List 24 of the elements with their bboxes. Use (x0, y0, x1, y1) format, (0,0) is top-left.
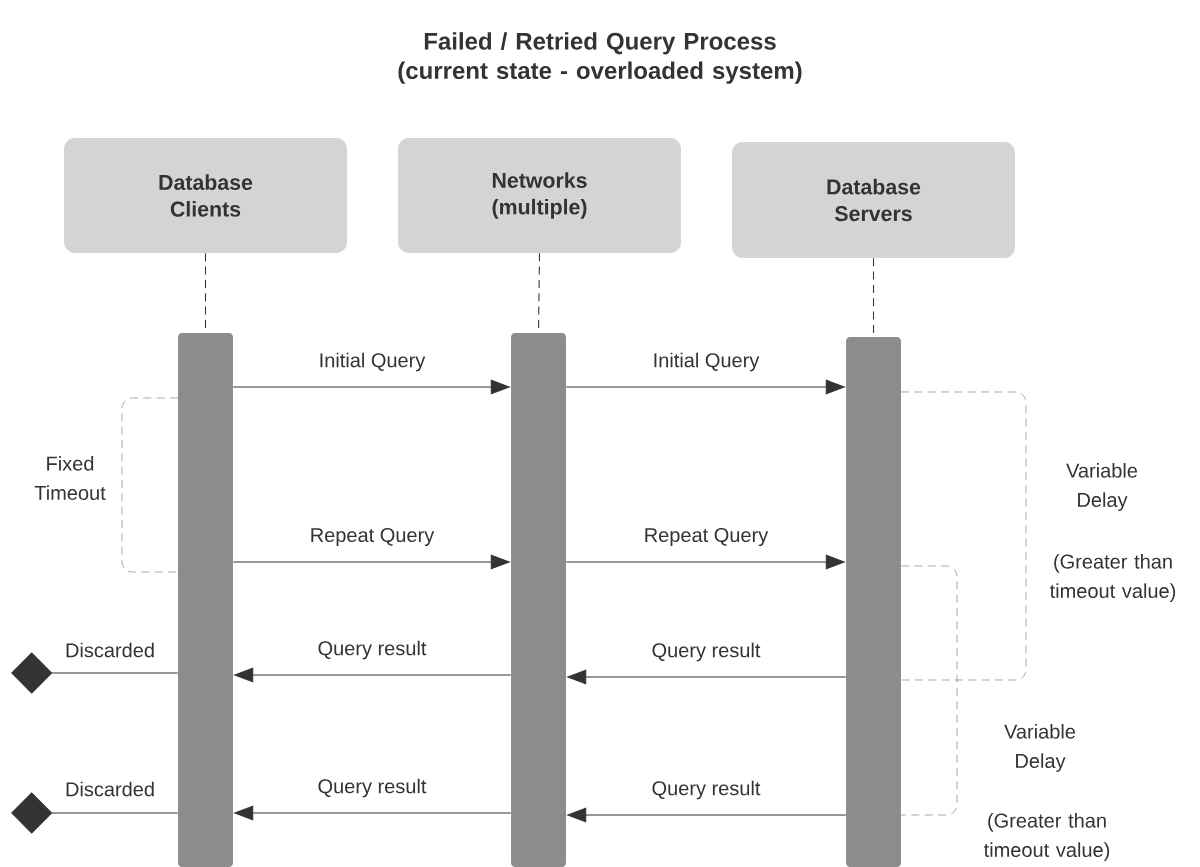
edge-label: Query result (316, 777, 428, 799)
edge-label: Query result (650, 641, 762, 663)
activation-bar (846, 337, 901, 867)
edge-label: Initial Query (651, 351, 761, 373)
edge-label: Query result (650, 779, 762, 801)
activation-bar (178, 333, 233, 867)
message-arrow (11, 652, 179, 694)
note-text: (Greater than timeout value) (983, 813, 1110, 861)
edge-label: Repeat Query (642, 526, 770, 548)
edge-label: Discarded (63, 780, 157, 798)
title: Failed / Retried Query Process (current state - overloaded system) (398, 32, 802, 84)
note-text: (Greater than timeout value) (1049, 554, 1176, 602)
edge-label: Discarded (63, 641, 157, 659)
lifeline-header: Networks (multiple) (398, 138, 681, 253)
note-text: Fixed Timeout (34, 456, 106, 500)
message-arrow (11, 792, 179, 834)
lifeline-header: Database Servers (732, 142, 1015, 258)
lifeline-header: Database Clients (64, 138, 347, 253)
edge-label: Query result (316, 639, 428, 661)
edge-label: Repeat Query (308, 526, 436, 548)
edge-label: Initial Query (317, 351, 427, 373)
activation-bar (511, 333, 566, 867)
note-text: Variable Delay (1004, 724, 1076, 772)
note-text: Variable Delay (1066, 463, 1138, 511)
